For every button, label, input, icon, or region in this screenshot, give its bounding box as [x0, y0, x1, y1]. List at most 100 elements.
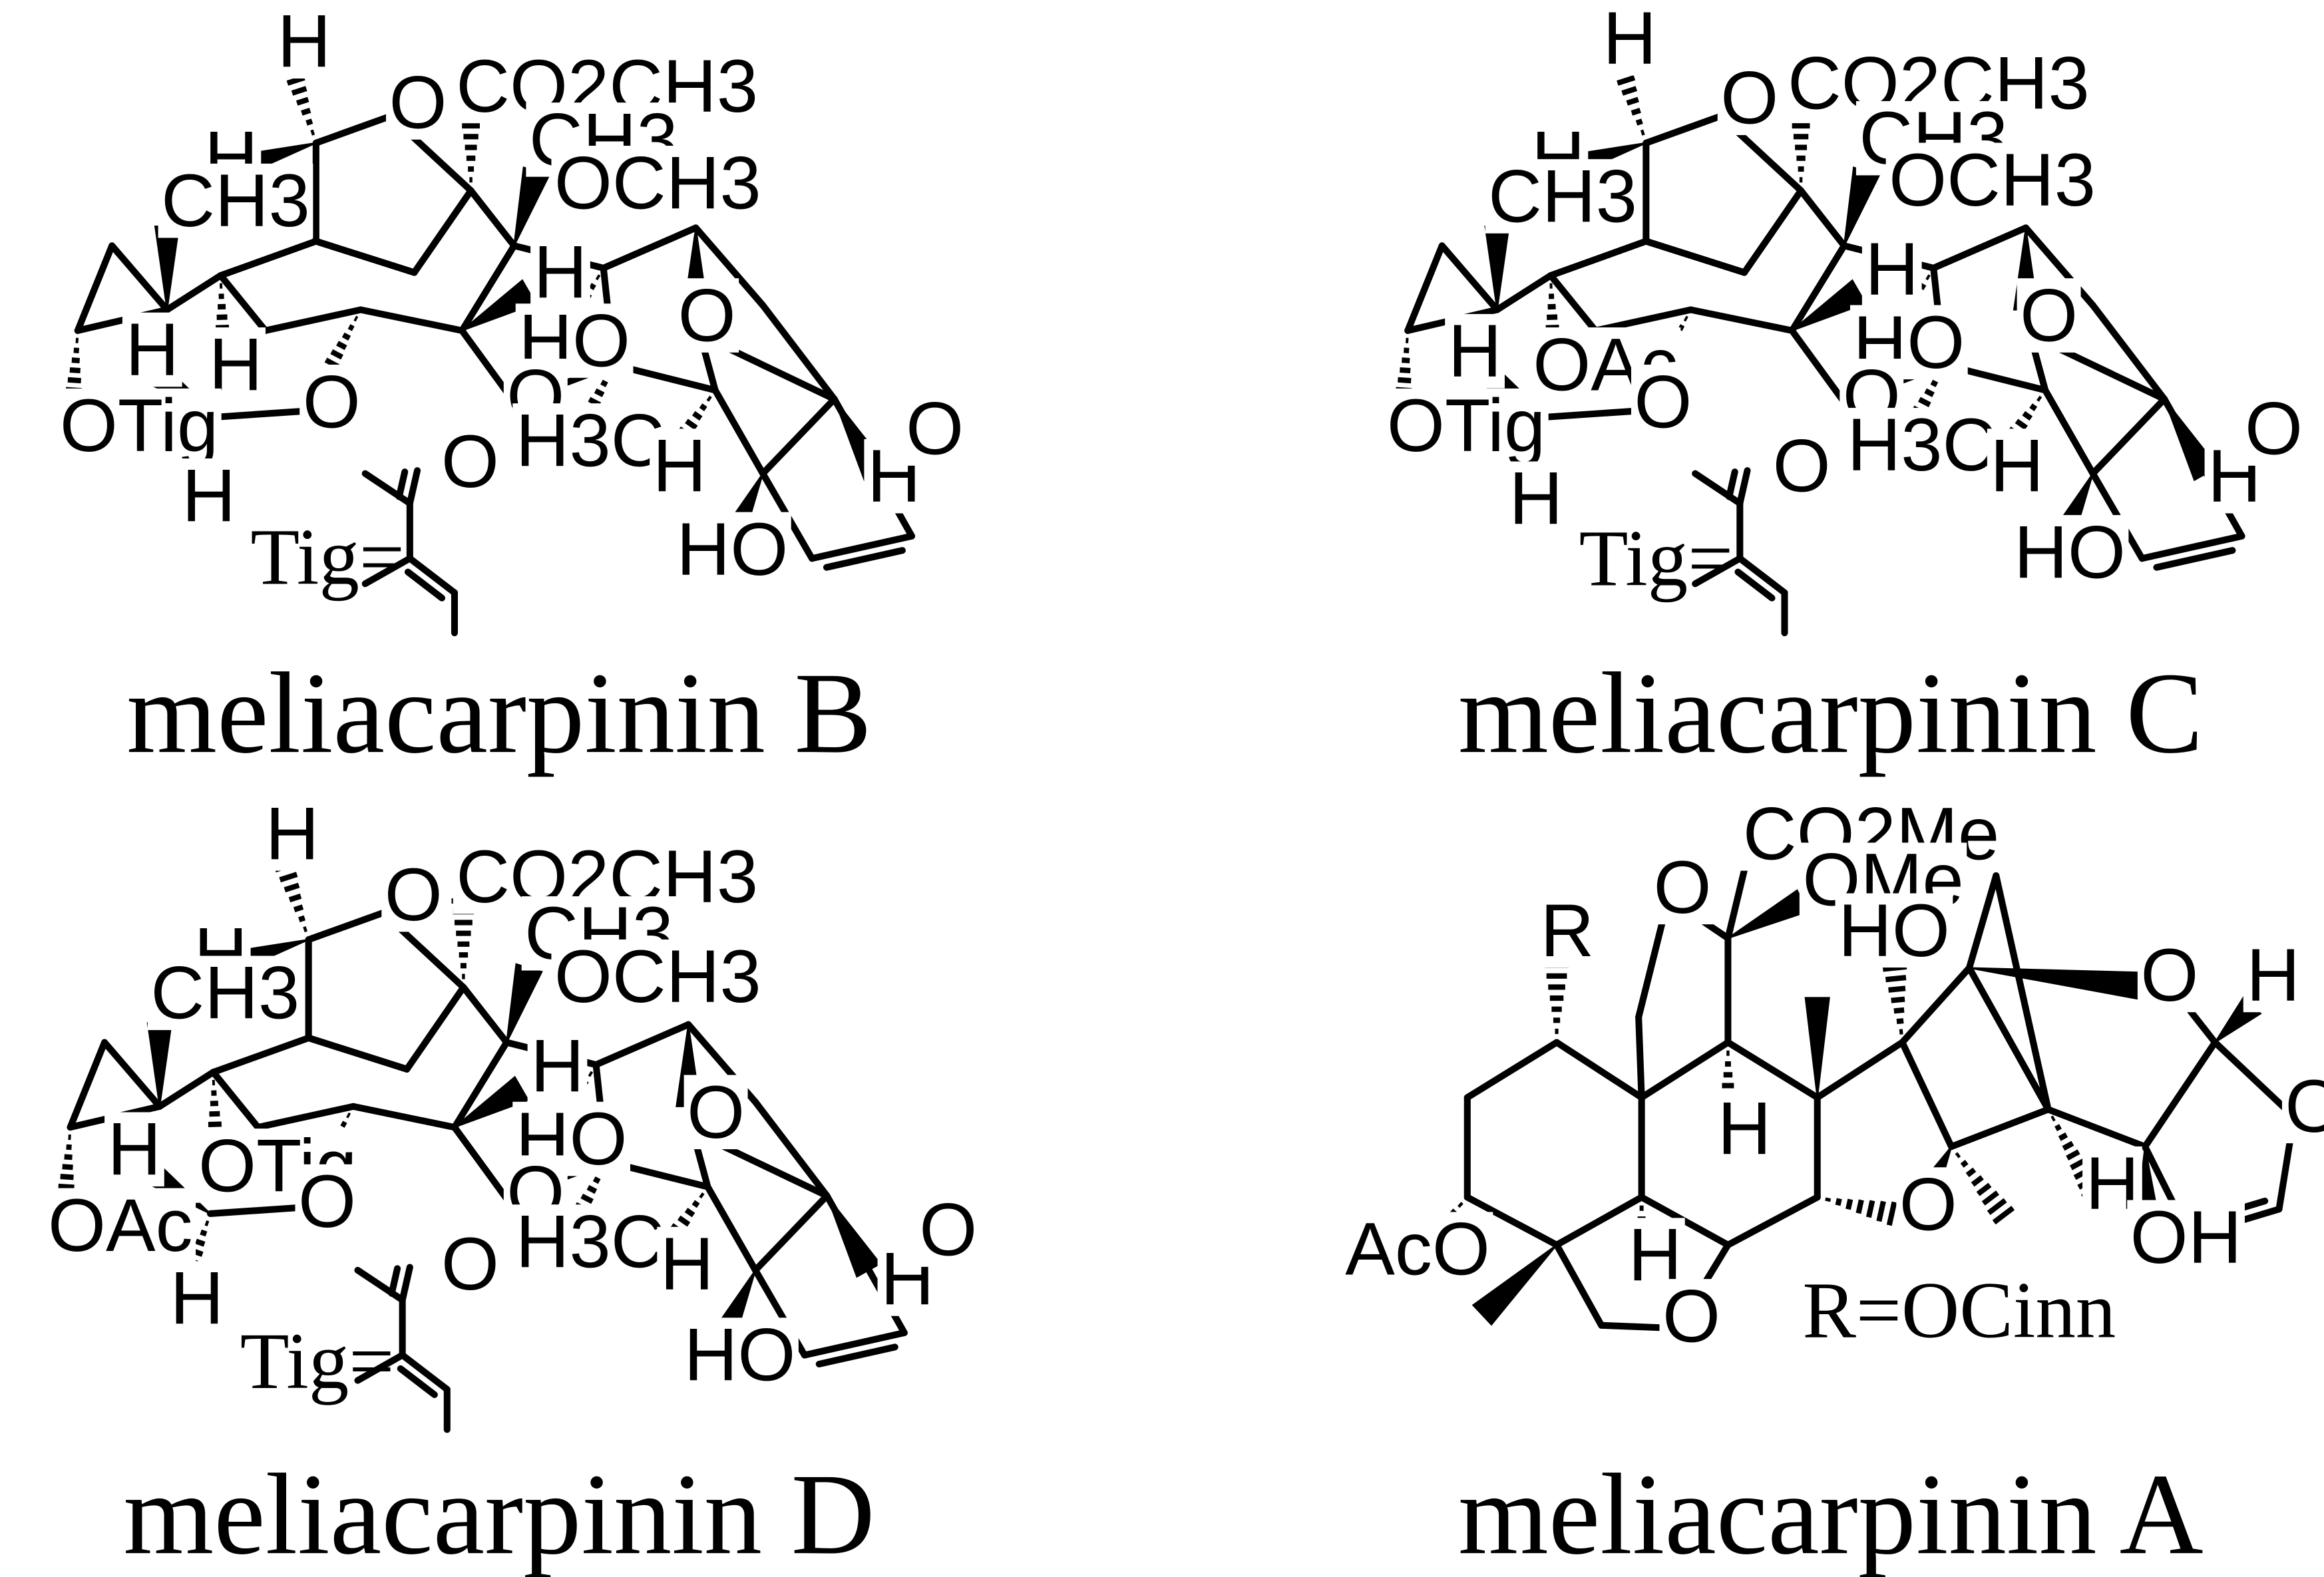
- atom-label-halo: [527, 1029, 588, 1103]
- atom-label-o-furan: O: [906, 387, 964, 470]
- hash-bond: [1955, 1152, 1961, 1158]
- hash-bond: [588, 283, 596, 291]
- hash-bond: [1918, 397, 1931, 407]
- tig-definition-label: Tig=: [250, 512, 405, 602]
- single-bond: [1547, 271, 1599, 334]
- r-definition-label: R=OCinn: [1802, 1266, 2116, 1355]
- atom-label-halo: [1896, 1167, 1961, 1242]
- hash-bond: [336, 341, 347, 351]
- hash-bond: [64, 1154, 73, 1160]
- double-bond: [2153, 547, 2236, 571]
- hash-bond: [1855, 1199, 1864, 1214]
- atom-label-o-furan-top: O: [678, 273, 736, 357]
- double-bond: [404, 568, 446, 602]
- hash-bond: [1965, 1167, 1977, 1178]
- single-bond: [451, 1039, 510, 1131]
- single-bond: [305, 1034, 411, 1073]
- double-bond: [1734, 568, 1776, 602]
- panel-meliacarpinin-a: CO2Me OMe O R HO O H O H O H OH AcO H O …: [1342, 792, 2324, 1577]
- single-bond: [451, 1124, 510, 1202]
- hash-bond: [2062, 1140, 2074, 1151]
- atom-label-halo: [1631, 365, 1695, 439]
- single-bond: [1948, 1106, 2052, 1150]
- atom-label-h-mid: H: [1718, 1087, 1772, 1170]
- hash-bond: [58, 1183, 75, 1190]
- atom-label-halo: [158, 163, 313, 238]
- atom-label-h-top: H: [266, 792, 319, 875]
- atom-label-halo: [1342, 1212, 1493, 1286]
- single-bond: [1993, 872, 2052, 1113]
- single-bond: [809, 532, 916, 562]
- hash-bond: [1960, 1160, 1969, 1168]
- hash-bond: [1885, 975, 1907, 983]
- atom-label-halo: [1537, 893, 1597, 968]
- single-bond: [354, 1266, 406, 1304]
- atom-label-och3: OCH3: [554, 935, 761, 1018]
- single-bond: [1741, 187, 1805, 276]
- double-bond: [1726, 468, 1738, 500]
- single-bond: [1553, 1039, 1645, 1101]
- hash-bond: [341, 332, 351, 341]
- single-bond: [305, 909, 387, 944]
- hash-bond: [2029, 403, 2038, 411]
- atom-label-halo: [295, 1164, 359, 1239]
- atom-label-h-acetal-left: H: [1448, 309, 1502, 393]
- single-bond: [1899, 964, 1973, 1046]
- single-bond: [711, 387, 767, 477]
- wedge-bond: [461, 279, 537, 331]
- single-bond: [1899, 1039, 1955, 1150]
- single-bond: [704, 1183, 759, 1274]
- atom-label-h-lower: H: [653, 425, 707, 508]
- hash-bond: [691, 411, 703, 421]
- wedge-bond: [1969, 967, 2143, 1000]
- single-bond: [1930, 224, 2030, 271]
- hash-bond: [1404, 347, 1410, 353]
- hash-bond: [1899, 1029, 1903, 1035]
- hash-bond: [291, 86, 307, 96]
- hash-bond: [295, 96, 309, 106]
- single-bond: [210, 1034, 312, 1076]
- atom-label-h-lower: H: [660, 1222, 714, 1306]
- atom-label-o-acetal: O: [1634, 360, 1692, 443]
- hash-bond: [279, 872, 298, 883]
- hash-bond: [1925, 274, 1931, 281]
- single-bond: [1724, 1194, 1821, 1248]
- hash-bond: [346, 1112, 351, 1119]
- atom-label-o-bridge: O: [389, 61, 447, 144]
- atom-label-o-bottom: O: [1662, 1274, 1720, 1357]
- atom-label-h-mid: H: [534, 231, 588, 314]
- hash-bond: [204, 1220, 210, 1227]
- single-bond: [349, 1103, 459, 1131]
- hash-bond: [1621, 86, 1638, 96]
- hash-bond: [2050, 1115, 2056, 1122]
- hash-bond: [340, 1121, 347, 1128]
- atom-label-o-bridge: O: [385, 853, 443, 936]
- single-bond: [217, 271, 269, 334]
- atom-label-h-right-top: H: [2246, 934, 2300, 1017]
- hash-bond: [1891, 996, 1905, 1003]
- atom-label-ch3-left: CH3: [161, 159, 310, 242]
- single-bond: [108, 242, 171, 313]
- hash-bond: [1402, 357, 1410, 364]
- atom-label-halo: [1445, 313, 1505, 389]
- tig-definition-label: Tig=: [240, 1317, 395, 1406]
- atom-label-oac: OAc: [48, 1184, 193, 1267]
- single-bond: [752, 1192, 831, 1274]
- atom-label-halo: [683, 1075, 748, 1150]
- single-bond: [1736, 555, 1788, 596]
- hash-bond: [60, 1174, 74, 1180]
- hash-bond: [684, 1208, 695, 1218]
- hash-bond: [1886, 1201, 1897, 1226]
- atom-label-o-furan: O: [919, 1188, 977, 1272]
- single-bond: [1544, 407, 1639, 421]
- hash-bond: [67, 377, 81, 384]
- hash-bond: [2015, 419, 2028, 431]
- hash-bond: [209, 1111, 220, 1117]
- atom-label-halo: [122, 312, 182, 387]
- panel-meliacarpinin-d: H H O CO2CH3 CH3 OCH3 CH3 H HO O H OTig …: [45, 792, 980, 1577]
- single-bond: [164, 271, 224, 313]
- atom-label-halo: [2243, 938, 2303, 1013]
- atom-label-halo: [657, 1226, 717, 1302]
- single-bond: [1965, 964, 2052, 1113]
- single-bond: [1553, 1241, 1605, 1329]
